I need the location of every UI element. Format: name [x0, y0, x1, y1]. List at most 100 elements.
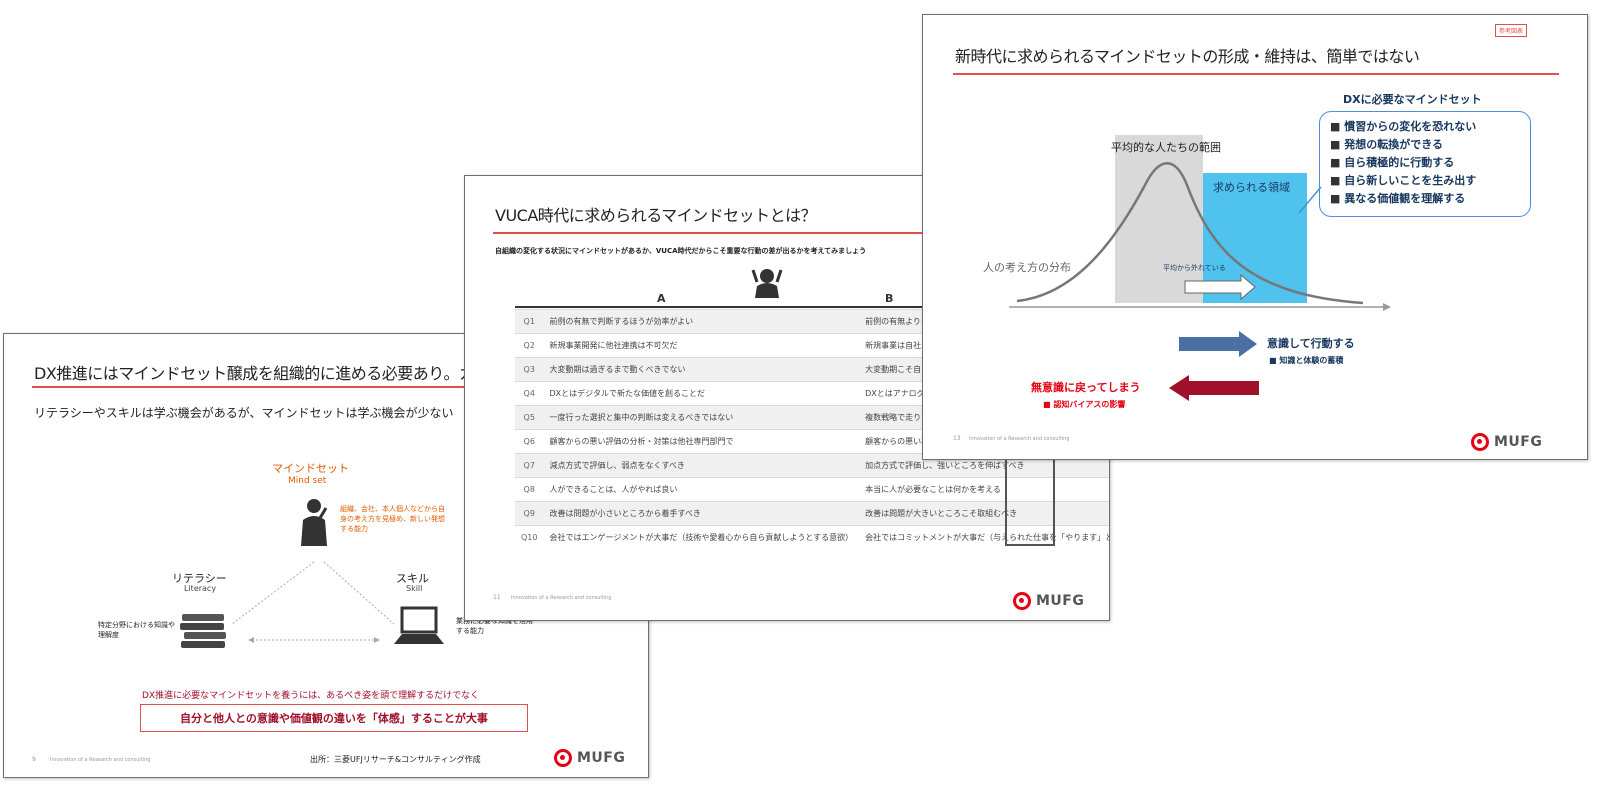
mindset-list-item: ■ 自ら新しいことを生み出す — [1330, 172, 1520, 190]
slide2-title: VUCA時代に求められるマインドセットとは？ — [495, 206, 817, 225]
question-number: Q7 — [515, 453, 544, 478]
mindset-description: 組織、会社、本人個人などから自身の考え方を見極め、新しい発想する能力 — [340, 505, 445, 533]
slide3-title: 新時代に求められるマインドセットの形成・維持は、簡単ではない — [955, 47, 1420, 66]
books-icon — [180, 614, 226, 648]
square-bullet-icon: ■ — [1330, 120, 1345, 133]
mufg-mark-icon — [554, 749, 572, 767]
column-b-header: B — [885, 292, 894, 305]
question-number: Q8 — [515, 477, 544, 502]
average-range-area — [1115, 135, 1203, 303]
skill-en-label: Skill — [406, 584, 423, 593]
person-thinking-icon — [301, 499, 328, 546]
conclusion-text: 自分と他人との意識や価値観の違いを「体感」することが大事 — [180, 712, 488, 725]
square-bullet-icon: ■ — [1330, 156, 1345, 169]
slide1-subtitle: リテラシーやスキルは学ぶ機会があるが、マインドセットは学ぶ機会が少ない — [34, 406, 454, 420]
square-bullet-icon: ■ — [1330, 174, 1345, 187]
conscious-sub-label: ■ 知識と体験の蓄積 — [1269, 356, 1344, 365]
conscious-arrow-icon — [1179, 331, 1257, 357]
unconscious-sub-label: ■ 認知バイアスの影響 — [1043, 400, 1126, 409]
question-number: Q3 — [515, 357, 544, 382]
conscious-sub-text: 知識と体験の蓄積 — [1279, 356, 1344, 365]
conscious-label: 意識して行動する — [1267, 337, 1355, 350]
skill-label: スキル — [396, 572, 429, 585]
unconscious-sub-text: 認知バイアスの影響 — [1053, 400, 1126, 409]
slide2-page-number: 11 — [493, 594, 501, 601]
option-b-cell: 会社ではコミットメントが大事だ（与えられた仕事を「やります」という意欲） — [859, 525, 1109, 550]
mindset-list-item: ■ 自ら積極的に行動する — [1330, 154, 1520, 172]
person-headache-icon — [751, 269, 783, 298]
answer-column-frame — [1005, 456, 1055, 546]
option-a-cell: 顧客からの悪い評価の分析・対策は他社専門部門で — [543, 429, 860, 454]
option-a-cell: 一度行った選択と集中の判断は変えるべきではない — [543, 405, 860, 430]
mufg-mark-icon — [1013, 592, 1031, 610]
mufg-wordmark: MUFG — [577, 750, 626, 766]
mindset-label: マインドセット — [272, 462, 349, 475]
slide1-source: 出所：三菱UFJリサーチ&コンサルティング作成 — [310, 755, 481, 764]
mufg-wordmark: MUFG — [1494, 434, 1543, 450]
mindset-list-item: ■ 異なる価値観を理解する — [1330, 190, 1520, 208]
slide1-title: DX推進にはマインドセット醸成を組織的に進める必要あり。カギ — [34, 364, 490, 383]
literacy-en-label: Literacy — [184, 584, 217, 593]
required-range-label: 求められる領域 — [1213, 181, 1290, 194]
conclusion-box: 自分と他人との意識や価値観の違いを「体感」することが大事 — [140, 704, 528, 732]
option-a-cell: 会社ではエンゲージメントが大事だ（技術や愛着心から自ら貢献しようとする意欲） — [543, 525, 860, 550]
skill-description: 業務に必要な知識を活用する能力 — [456, 617, 533, 635]
mindset-item-text: 自ら新しいことを生み出す — [1344, 174, 1477, 187]
column-a-header: A — [657, 292, 666, 305]
literacy-label: リテラシー — [172, 572, 227, 585]
option-a-cell: 新規事業開発に他社連携は不可欠だ — [543, 333, 860, 358]
conclusion-lead: DX推進に必要なマインドセットを養うには、あるべき姿を頭で理解するだけでなく — [142, 691, 480, 701]
outlier-arrow-icon — [1184, 273, 1256, 301]
option-a-cell: 減点方式で評価し、弱点をなくすべき — [543, 453, 860, 478]
table-header-rule — [515, 306, 1075, 308]
mindset-en-label: Mind set — [288, 476, 327, 486]
mufg-wordmark: MUFG — [1036, 593, 1085, 609]
slide2-mufg-logo: MUFG — [1013, 592, 1084, 610]
question-number: Q9 — [515, 501, 544, 526]
distribution-chart — [1009, 135, 1391, 311]
question-number: Q6 — [515, 429, 544, 454]
slide-new-era-mindset: 参考図表 新時代に求められるマインドセットの形成・維持は、簡単ではない 平均的な… — [922, 14, 1588, 460]
distribution-curve — [1016, 162, 1364, 305]
option-a-cell: 人ができることは、人がやれば良い — [543, 477, 860, 502]
mindset-item-text: 自ら積極的に行動する — [1344, 156, 1455, 169]
question-number: Q1 — [515, 309, 544, 334]
outlier-arrow-label: 平均から外れている — [1163, 264, 1226, 272]
mindset-list-item: ■ 慣習からの変化を恐れない — [1330, 118, 1520, 136]
mindset-item-text: 異なる価値観を理解する — [1344, 192, 1466, 205]
question-number: Q4 — [515, 381, 544, 406]
slide1-footnote: Innovation of a Research and consulting — [50, 757, 151, 763]
laptop-icon — [394, 606, 444, 644]
reference-badge: 参考図表 — [1495, 24, 1528, 37]
unconscious-label: 無意識に戻ってしまう — [1031, 381, 1141, 394]
slide1-page-number: 9 — [32, 756, 36, 763]
mindset-list-item: ■ 発想の転換ができる — [1330, 136, 1520, 154]
option-a-cell: 大変動期は過ぎるまで動くべきでない — [543, 357, 860, 382]
slide1-mufg-logo: MUFG — [554, 749, 625, 767]
option-a-cell: 改善は問題が小さいところから着手すべき — [543, 501, 860, 526]
mindset-list: ■ 慣習からの変化を恐れない■ 発想の転換ができる■ 自ら積極的に行動する■ 自… — [1330, 118, 1520, 208]
mindset-callout-box: ■ 慣習からの変化を恐れない■ 発想の転換ができる■ 自ら積極的に行動する■ 自… — [1319, 111, 1531, 217]
option-a-cell: 前例の有無で判断するほうが効率がよい — [543, 309, 860, 334]
slide3-mufg-logo: MUFG — [1471, 433, 1542, 451]
slide2-title-underline — [493, 232, 1109, 234]
triangle-connector — [231, 561, 395, 643]
unconscious-arrow-icon — [1169, 375, 1259, 401]
slide1-title-underline — [32, 386, 648, 388]
option-b-cell: 改善は問題が大きいところこそ取組むべき — [859, 501, 1109, 526]
slide3-page-number: 13 — [953, 435, 961, 442]
average-range-label: 平均的な人たちの範囲 — [1111, 141, 1221, 154]
square-bullet-icon: ■ — [1330, 138, 1345, 151]
distribution-label: 人の考え方の分布 — [983, 261, 1071, 274]
slide2-footnote: Innovation of a Research and consulting — [511, 595, 612, 601]
mindset-item-text: 発想の転換ができる — [1344, 138, 1444, 151]
slide3-title-underline — [953, 73, 1559, 75]
question-number: Q5 — [515, 405, 544, 430]
square-bullet-icon: ■ — [1330, 192, 1345, 205]
option-a-cell: DXとはデジタルで新たな価値を創ることだ — [543, 381, 860, 406]
slide3-footnote: Innovation of a Research and consulting — [969, 436, 1070, 442]
mindset-item-text: 慣習からの変化を恐れない — [1344, 120, 1477, 133]
